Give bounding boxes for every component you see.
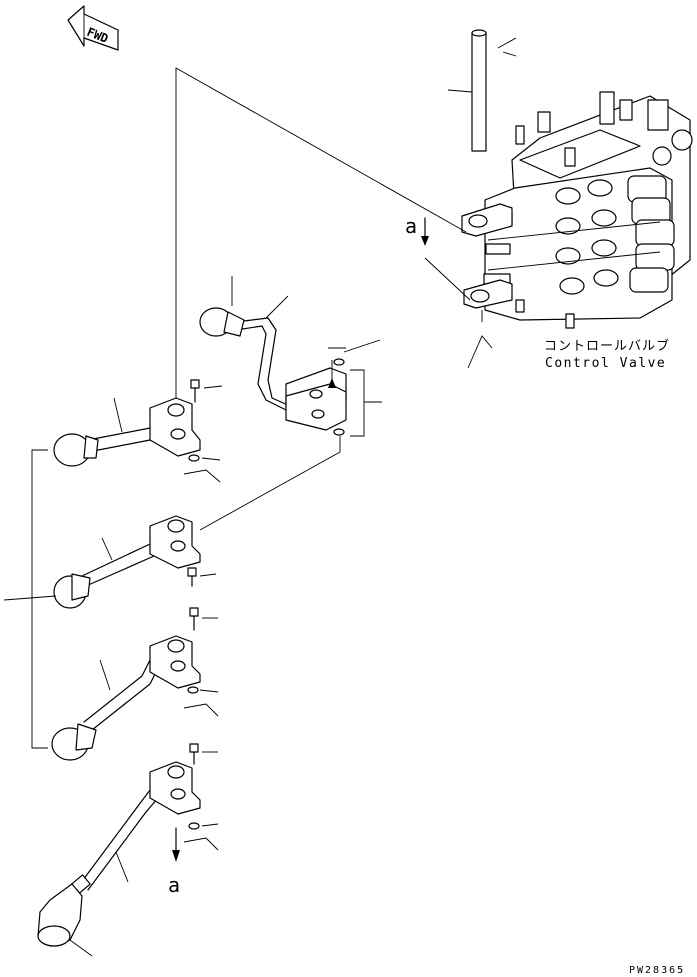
control-valve-label-en: Control Valve (545, 356, 666, 371)
rod-line-middle (199, 436, 341, 531)
fwd-arrow-icon: FWD (67, 5, 119, 51)
lever-3 (51, 635, 201, 761)
view-marker-top: a (405, 214, 417, 238)
lever-knob-loose (37, 883, 93, 957)
lever-4-fasteners (183, 743, 219, 851)
valve-clevis-bottom (463, 279, 513, 369)
knob-group-leader (3, 595, 57, 601)
view-arrow-bottom: a (168, 827, 180, 897)
view-arrow-top: a (405, 214, 471, 301)
lever-2-fasteners (187, 567, 217, 587)
view-marker-bottom: a (168, 873, 180, 897)
lever-upper-center (199, 276, 347, 431)
lever-1 (53, 397, 201, 467)
knob-group-bracket (31, 449, 48, 749)
clevis-pin (447, 29, 517, 152)
valve-clevis-top (461, 203, 513, 237)
rod-line-upper (175, 67, 467, 404)
lever-4 (71, 761, 201, 894)
control-valve-assembly (483, 91, 693, 329)
lever-2 (53, 515, 201, 609)
upper-lever-fasteners (328, 339, 382, 437)
lever-1-fasteners (183, 379, 223, 483)
control-valve-label-jp: コントロールバルブ (544, 338, 670, 354)
drawing-code: PW28365 (629, 965, 685, 976)
lever-3-fasteners (183, 607, 219, 717)
